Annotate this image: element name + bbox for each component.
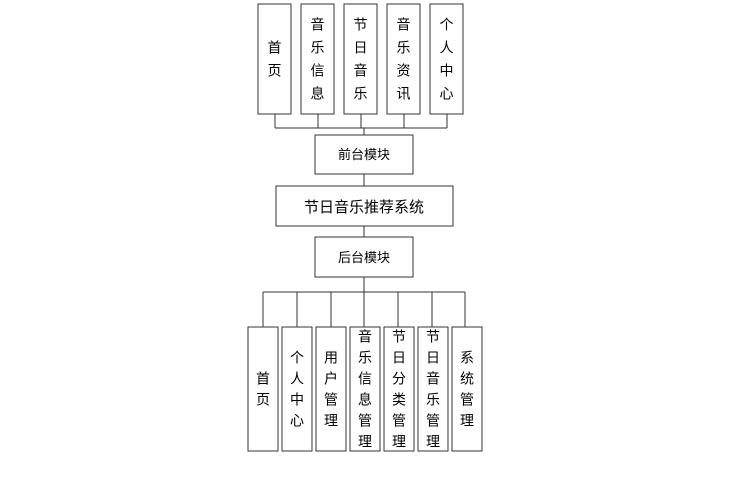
backend-item-box: [281, 326, 313, 452]
frontend-item-box: [343, 3, 378, 115]
backend-item-0: 首页: [247, 326, 279, 452]
connector-lines: [262, 114, 466, 327]
frontend-item-2: 节日音乐: [343, 3, 378, 115]
backend-item-boxes: 首页 个人中心 用户管理 音乐信息管理 节日分类管理 节日音乐管理 系统管理: [247, 326, 483, 452]
frontend-module-node: 前台模块: [314, 134, 414, 175]
backend-item-label: 用户管理: [324, 351, 338, 430]
backend-module-label: 后台模块: [338, 251, 390, 266]
backend-item-label: 首页: [256, 372, 270, 409]
frontend-item-label: 音乐资讯: [397, 17, 411, 103]
backend-item-box: [247, 326, 279, 452]
backend-item-1: 个人中心: [281, 326, 313, 452]
center-node-label: 节日音乐推荐系统: [304, 198, 424, 216]
backend-item-label: 音乐信息管理: [358, 329, 372, 451]
backend-item-label: 个人中心: [290, 351, 304, 430]
backend-item-box: [349, 326, 381, 452]
backend-item-label: 节日音乐管理: [426, 330, 440, 451]
frontend-item-box: [257, 3, 292, 115]
frontend-item-label: 音乐信息: [311, 17, 325, 103]
backend-item-4: 节日分类管理: [383, 326, 415, 452]
frontend-item-box: [300, 3, 335, 115]
backend-item-label: 节日分类管理: [392, 330, 406, 451]
backend-item-2: 用户管理: [315, 326, 347, 452]
frontend-item-label: 首页: [268, 41, 282, 80]
backend-item-3: 音乐信息管理: [349, 326, 381, 452]
frontend-item-1: 音乐信息: [300, 3, 335, 115]
center-node: 节日音乐推荐系统: [275, 185, 454, 227]
backend-item-box: [417, 326, 449, 452]
frontend-item-boxes: 首页 音乐信息 节日音乐 音乐资讯 个人中心: [257, 3, 464, 115]
backend-module-node: 后台模块: [314, 236, 414, 278]
frontend-item-box: [429, 3, 464, 115]
backend-item-6: 系统管理: [451, 326, 483, 452]
frontend-item-3: 音乐资讯: [386, 3, 421, 115]
backend-item-5: 节日音乐管理: [417, 326, 449, 452]
backend-item-box: [451, 326, 483, 452]
frontend-item-4: 个人中心: [429, 3, 464, 115]
backend-item-box: [383, 326, 415, 452]
frontend-item-box: [386, 3, 421, 115]
backend-item-label: 系统管理: [460, 351, 474, 430]
frontend-item-label: 个人中心: [440, 18, 454, 103]
frontend-item-label: 节日音乐: [354, 18, 368, 103]
frontend-item-0: 首页: [257, 3, 292, 115]
frontend-module-label: 前台模块: [338, 147, 390, 163]
backend-item-box: [315, 326, 347, 452]
